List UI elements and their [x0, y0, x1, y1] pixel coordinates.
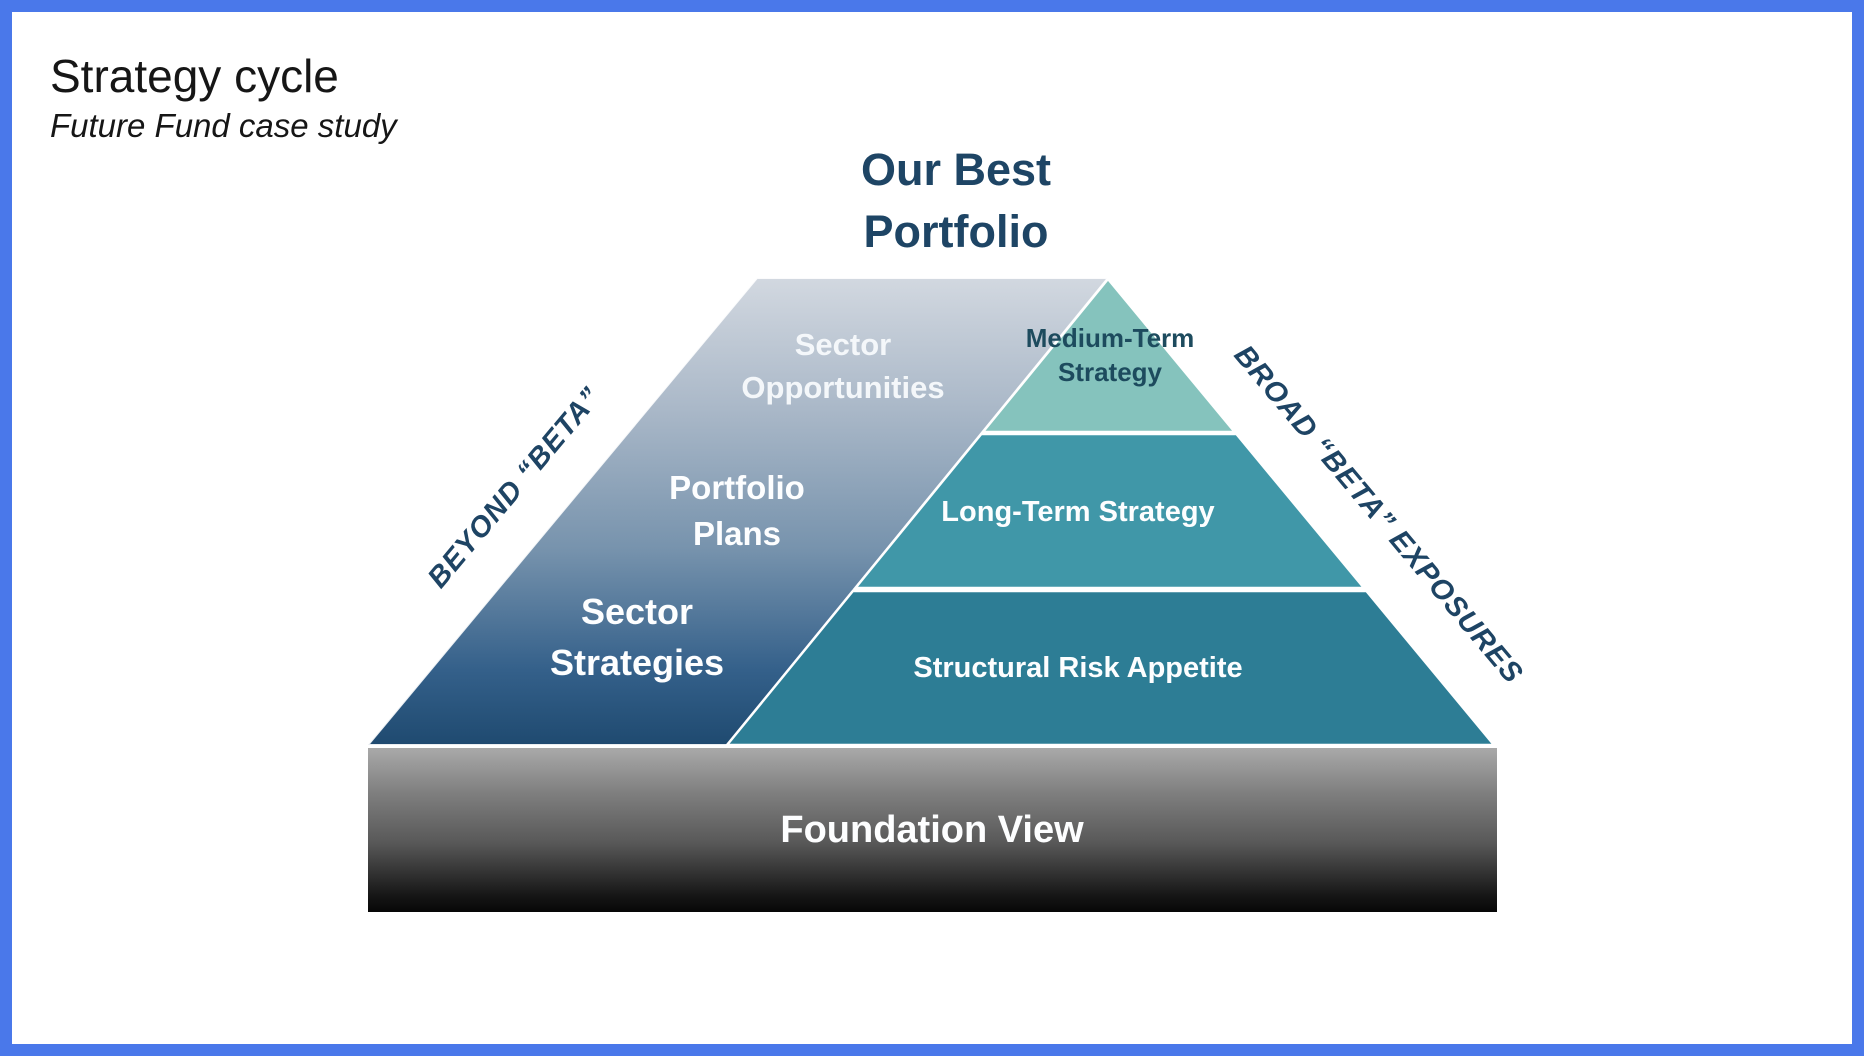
label-medium-term-strategy: Medium-Term Strategy	[1025, 323, 1195, 387]
page-subtitle: Future Fund case study	[50, 106, 397, 144]
page-title: Strategy cycle	[50, 50, 339, 102]
label-sector-opportunities: Sector Opportunities	[741, 327, 945, 405]
foundation-bar	[368, 748, 1497, 912]
label-foundation-view: Foundation View	[780, 808, 1084, 851]
pyramid-band-medium-term	[980, 277, 1238, 434]
slide-header: Strategy cycle Future Fund case study	[50, 50, 397, 145]
label-long-term-strategy: Long-Term Strategy	[941, 495, 1215, 528]
pyramid-band-long-term	[852, 432, 1367, 590]
pyramid-heading: Our Best Portfolio	[860, 143, 1052, 257]
pyramid-band-structural	[724, 589, 1497, 747]
label-structural-risk-appetite: Structural Risk Appetite	[913, 651, 1243, 684]
label-portfolio-plans: Portfolio Plans	[669, 468, 805, 552]
label-sector-strategies: Sector Strategies	[549, 590, 725, 683]
